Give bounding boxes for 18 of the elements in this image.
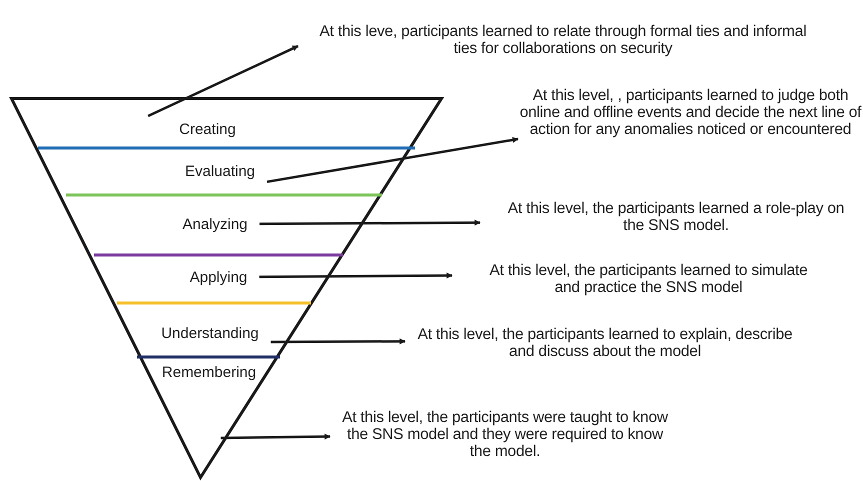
level-label: Applying <box>120 258 327 300</box>
description-text: At this level, , participants learned to judge both online and offline events and decide the next line of action for any anomalies noticed or encountered <box>518 85 863 157</box>
level-label: Creating <box>140 116 275 148</box>
description-text: At this level, the participants learned to explain, describe and discuss about the model <box>405 322 805 368</box>
arrow <box>266 136 519 184</box>
level-label: Evaluating <box>70 152 380 194</box>
description-text: At this level, the participants learned to simulate and practice the SNS model <box>452 258 840 304</box>
level-label: Understanding <box>140 306 280 354</box>
description-text: At this leve, participants learned to relate through formal ties and informal ties for collaborations on security <box>298 18 828 64</box>
arrow <box>270 338 406 344</box>
description-text: At this level, the participants learned a role-play on the SNS model. <box>480 195 860 241</box>
level-label: Analyzing <box>100 198 340 252</box>
description-text: At this level, the participants were taught to know the SNS model and they were required to know the model. <box>330 405 680 475</box>
arrow <box>220 434 331 440</box>
arrow <box>148 44 299 118</box>
level-label: Remembering <box>150 360 268 438</box>
arrow <box>260 220 481 226</box>
arrow <box>259 272 453 279</box>
